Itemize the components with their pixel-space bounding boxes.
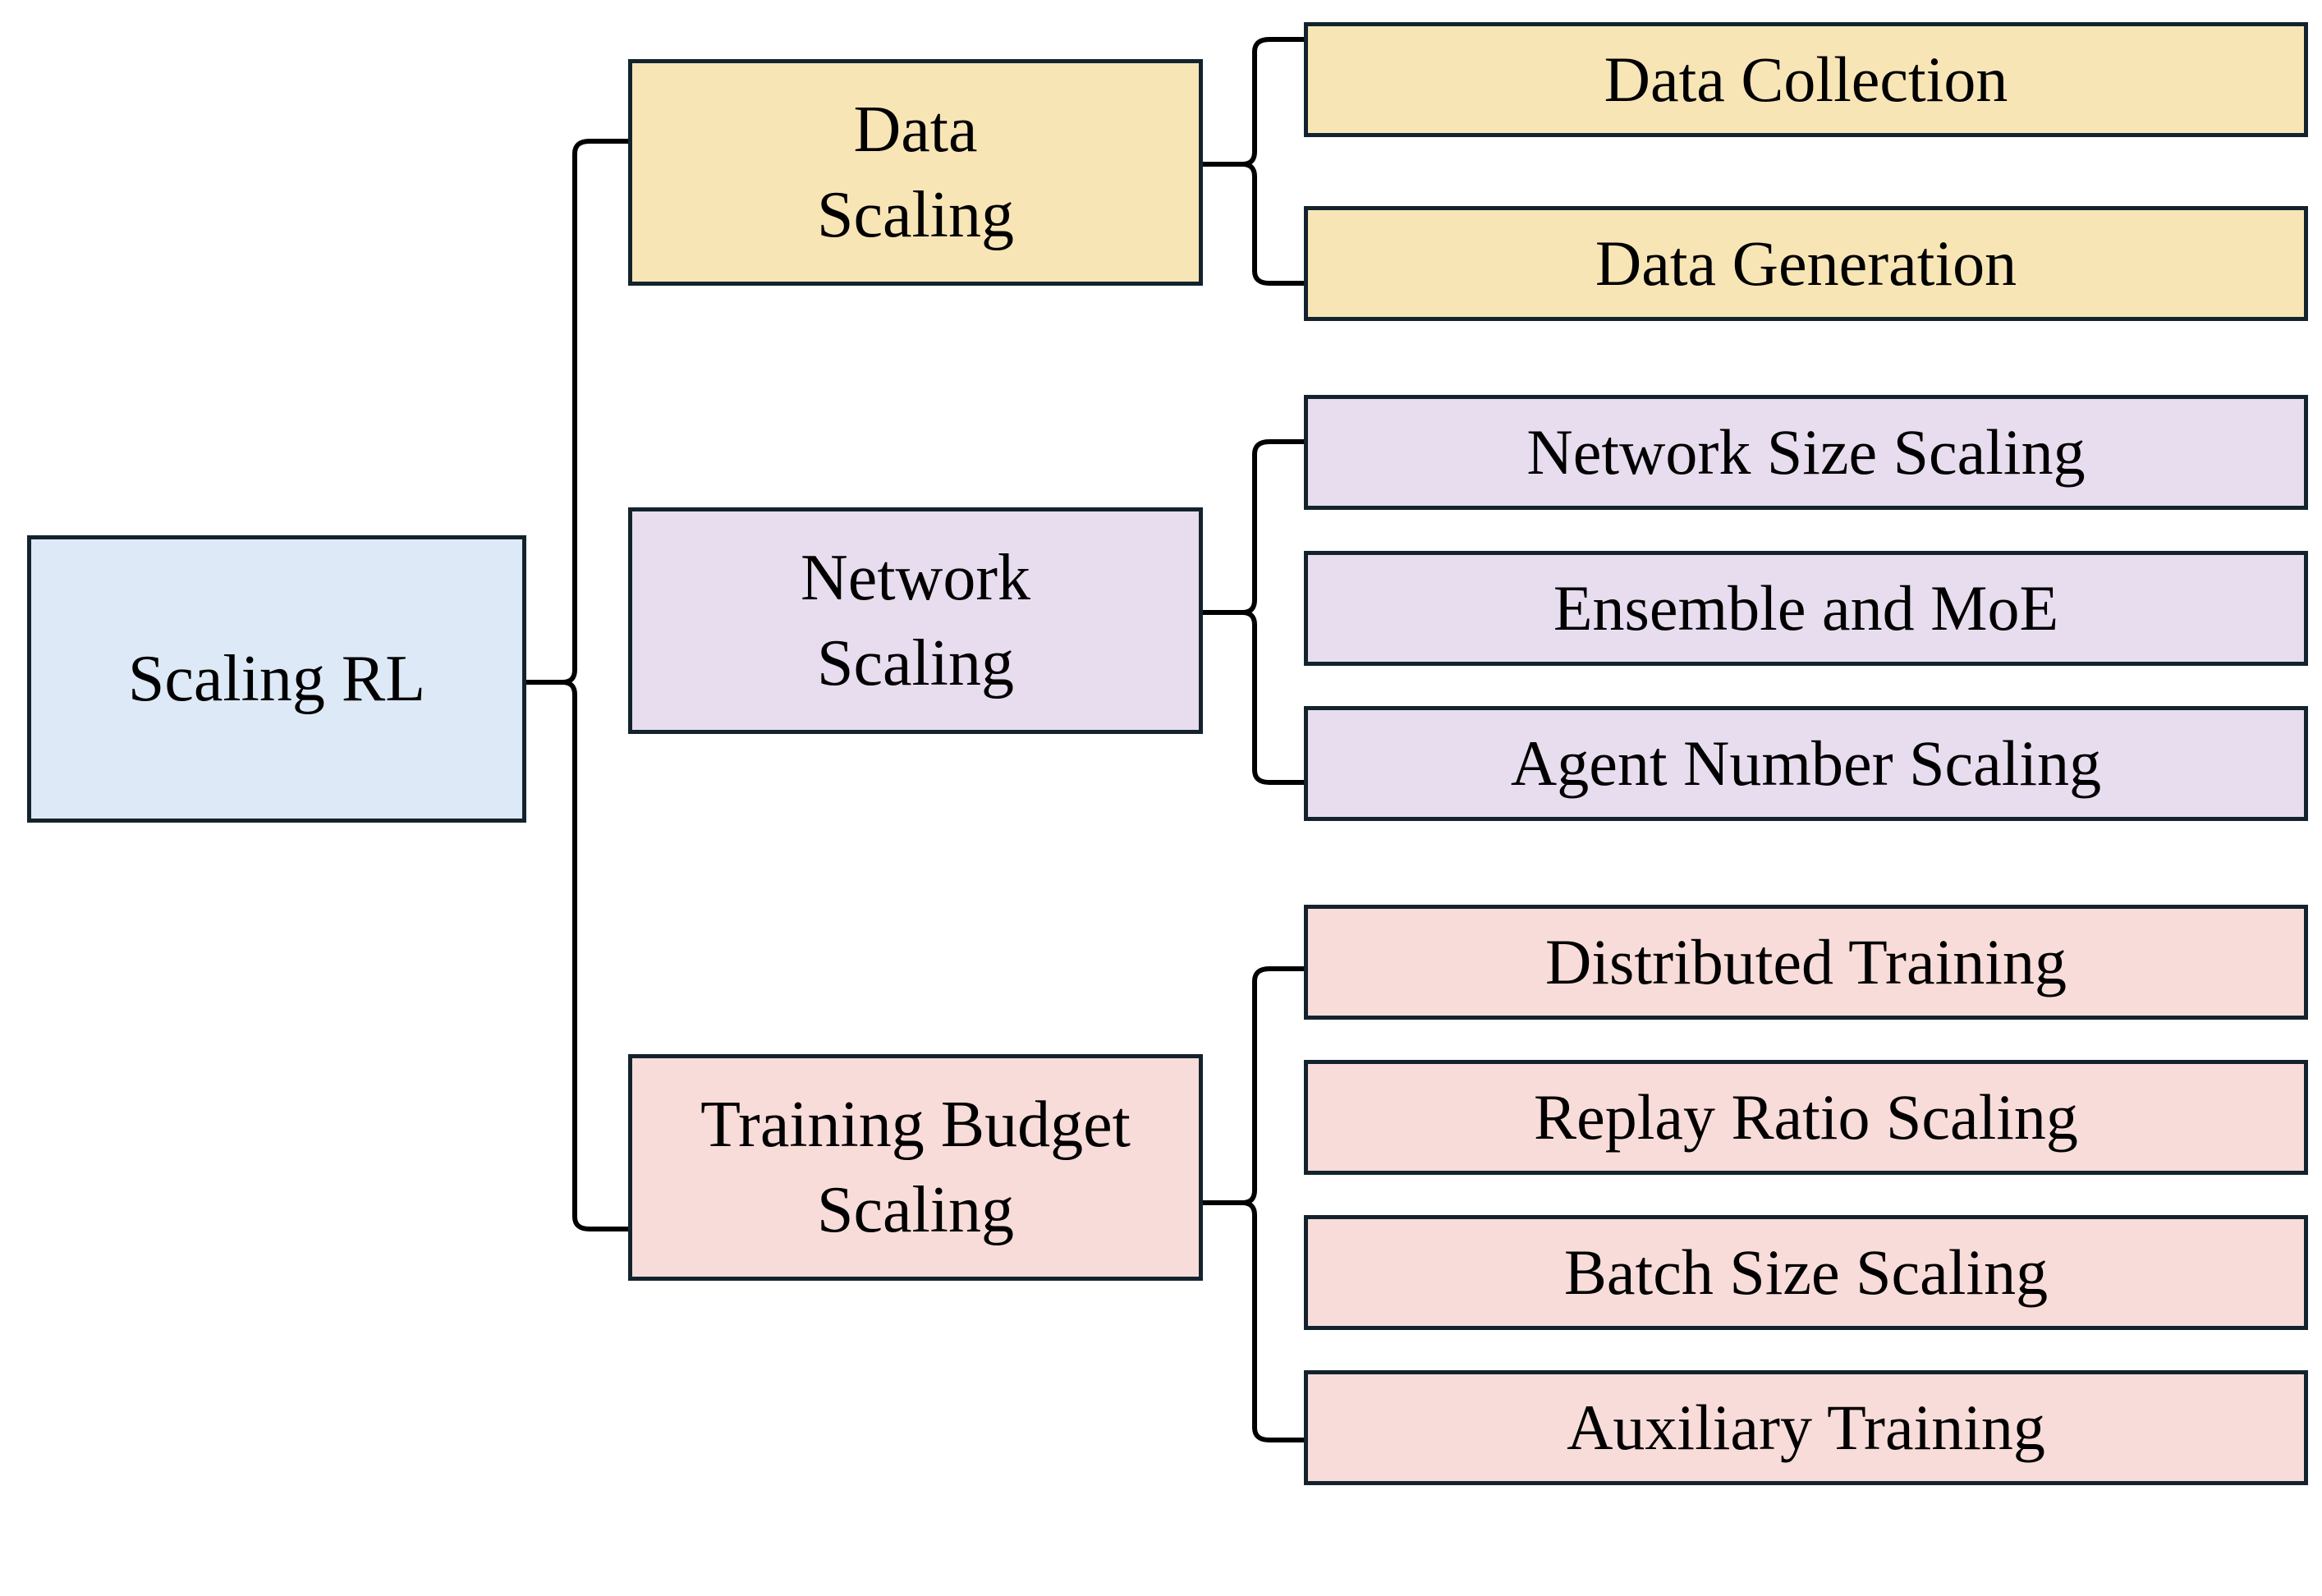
category-node-data-scaling: Data Scaling [628,59,1203,286]
root-node: Scaling RL [27,535,526,823]
leaf-node-agent-number-scaling: Agent Number Scaling [1304,706,2308,821]
category-label: Training Budget Scaling [700,1089,1131,1246]
category-node-network-scaling: Network Scaling [628,507,1203,734]
leaf-node-data-collection: Data Collection [1304,22,2308,137]
leaf-label: Network Size Scaling [1526,416,2086,488]
leaf-node-auxiliary-training: Auxiliary Training [1304,1370,2308,1485]
leaf-label: Agent Number Scaling [1510,727,2102,799]
leaf-label: Distributed Training [1545,926,2067,998]
root-brace-connector [524,139,631,1231]
category-label: Data Scaling [817,94,1014,251]
leaf-label: Data Collection [1604,44,2008,115]
network-scaling-brace-connector [1200,439,1306,785]
leaf-node-data-generation: Data Generation [1304,206,2308,321]
category-label: Network Scaling [801,542,1030,699]
leaf-node-batch-size-scaling: Batch Size Scaling [1304,1215,2308,1330]
leaf-label: Ensemble and MoE [1553,572,2059,644]
leaf-node-distributed-training: Distributed Training [1304,905,2308,1020]
training-budget-brace-connector [1200,966,1306,1442]
leaf-label: Batch Size Scaling [1563,1236,2049,1308]
leaf-label: Replay Ratio Scaling [1534,1081,2078,1153]
leaf-node-ensemble-and-moe: Ensemble and MoE [1304,551,2308,666]
leaf-label: Data Generation [1595,227,2017,299]
leaf-node-network-size-scaling: Network Size Scaling [1304,395,2308,510]
leaf-node-replay-ratio-scaling: Replay Ratio Scaling [1304,1060,2308,1175]
root-label: Scaling RL [127,643,426,715]
data-scaling-brace-connector [1200,37,1306,286]
category-node-training-budget-scaling: Training Budget Scaling [628,1054,1203,1281]
leaf-label: Auxiliary Training [1567,1392,2045,1463]
